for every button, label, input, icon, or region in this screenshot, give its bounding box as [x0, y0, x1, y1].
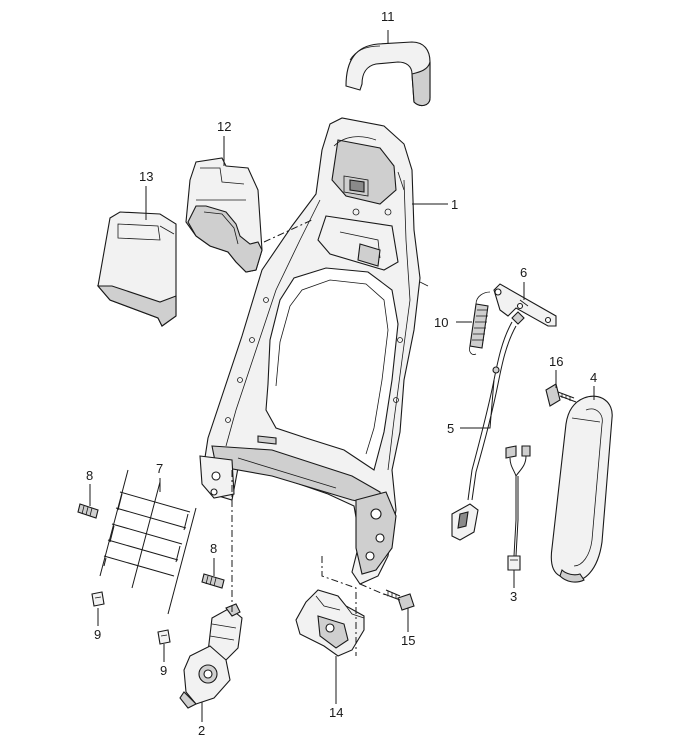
part-13-cover-block — [96, 211, 177, 327]
callout-14: 14 — [329, 705, 343, 720]
leader-lines — [89, 30, 595, 722]
part-16-screw — [545, 383, 577, 407]
callout-8-left: 8 — [86, 468, 93, 483]
part-6-bracket — [493, 283, 557, 327]
part-9-clip-left — [91, 591, 105, 607]
assembly-lines — [231, 219, 389, 656]
part-8-spring-right — [201, 573, 225, 589]
callout-11: 11 — [381, 9, 395, 24]
part-2-adjustment-motor — [179, 603, 243, 709]
callout-2: 2 — [198, 723, 205, 738]
callout-labels: 11 12 13 1 6 10 16 4 5 7 8 8 3 9 15 9 14… — [86, 9, 597, 738]
part-3-wiring-harness — [505, 445, 531, 571]
part-1-backrest-frame — [199, 117, 429, 585]
part-15-bolt — [383, 589, 415, 611]
callout-1: 1 — [451, 197, 458, 212]
part-11-headrest-guide — [345, 41, 431, 107]
part-4-trim-pad — [550, 395, 613, 583]
callout-8-right: 8 — [210, 541, 217, 556]
part-14-latch — [295, 589, 365, 657]
callout-3: 3 — [510, 589, 517, 604]
part-5-release-cable — [451, 311, 525, 541]
callout-16: 16 — [549, 354, 563, 369]
callout-7: 7 — [156, 461, 163, 476]
callout-15: 15 — [401, 633, 415, 648]
callout-9-left: 9 — [94, 627, 101, 642]
part-9-clip-right — [157, 629, 171, 645]
callout-10: 10 — [434, 315, 448, 330]
part-7-lumbar-wire-grid — [99, 469, 197, 615]
part-10-tension-spring — [469, 291, 491, 355]
callout-5: 5 — [447, 421, 454, 436]
callout-4: 4 — [590, 370, 597, 385]
part-8-spring-left — [77, 503, 99, 519]
callout-12: 12 — [217, 119, 231, 134]
callout-9-right: 9 — [160, 663, 167, 678]
callout-6: 6 — [520, 265, 527, 280]
callout-13: 13 — [139, 169, 153, 184]
part-12-side-cover — [185, 157, 263, 273]
